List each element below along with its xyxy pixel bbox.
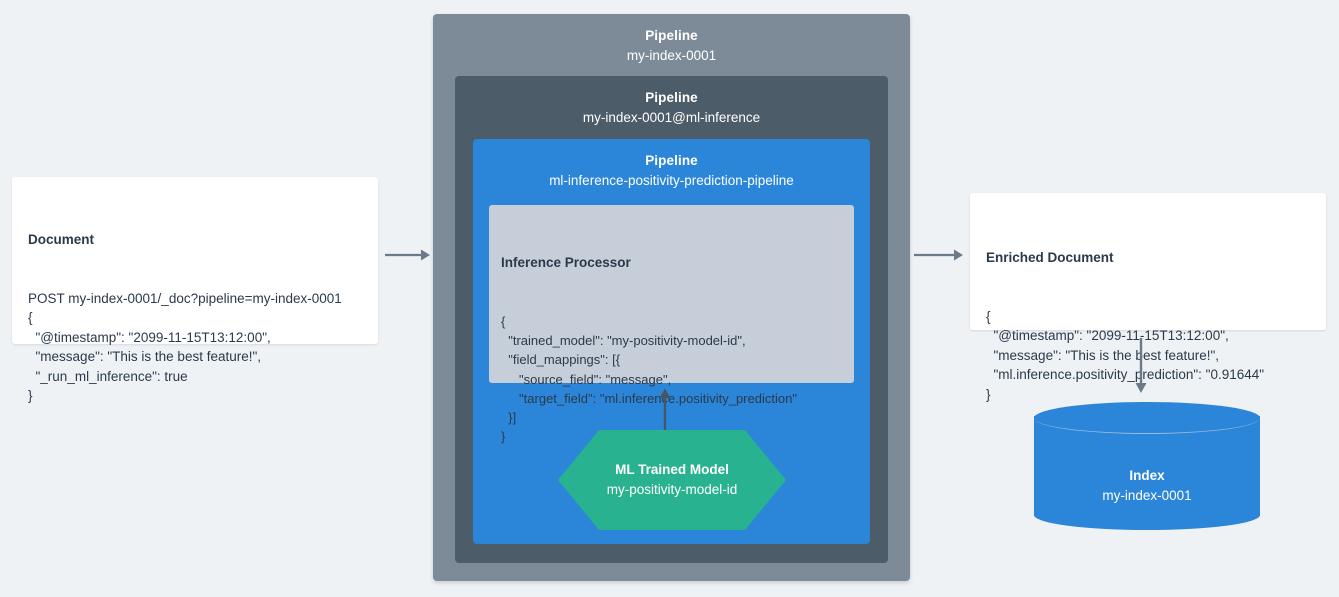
index-kind: Index [1129,468,1165,483]
enriched-document-title: Enriched Document [986,249,1114,265]
index-cylinder: Index my-index-0001 [1034,402,1260,530]
index-name: my-index-0001 [1102,488,1192,503]
enriched-document-card: Enriched Document { "@timestamp": "2099-… [970,193,1326,402]
arrow-ml-model-to-inference-processor-icon [657,388,673,437]
document-card: Document POST my-index-0001/_doc?pipelin… [12,177,378,403]
index-label: Index my-index-0001 [1034,466,1260,506]
index-cylinder-bottom-ellipse [1034,500,1260,530]
pipeline-outer-header: Pipeline my-index-0001 [433,14,910,66]
arrow-document-to-pipeline-icon [385,248,431,267]
document-card-body: POST my-index-0001/_doc?pipeline=my-inde… [28,291,342,404]
pipeline-outer-kind: Pipeline [645,28,698,43]
enriched-document-body: { "@timestamp": "2099-11-15T13:12:00", "… [986,309,1265,402]
pipeline-middle-name: my-index-0001@ml-inference [582,110,761,125]
pipeline-middle-kind: Pipeline [645,90,698,105]
ml-trained-model-name: my-positivity-model-id [606,482,738,497]
document-card-title: Document [28,231,95,247]
index-cylinder-top-ellipse [1034,402,1260,434]
pipeline-inner-header: Pipeline ml-inference-positivity-predict… [473,139,870,191]
pipeline-inner-name: ml-inference-positivity-prediction-pipel… [549,173,794,188]
arrow-pipeline-to-enriched-document-icon [914,248,964,267]
pipeline-inner-kind: Pipeline [645,153,698,168]
ml-trained-model-kind: ML Trained Model [615,462,729,477]
inference-processor-body: { "trained_model": "my-positivity-model-… [501,314,797,445]
inference-processor-panel: Inference Processor { "trained_model": "… [489,205,854,444]
arrow-enriched-document-to-index-icon [1133,338,1149,399]
inference-processor-title: Inference Processor [501,255,631,271]
ml-trained-model-hexagon: ML Trained Model my-positivity-model-id [558,430,786,530]
pipeline-outer-name: my-index-0001 [626,48,717,63]
pipeline-middle-header: Pipeline my-index-0001@ml-inference [455,76,888,128]
